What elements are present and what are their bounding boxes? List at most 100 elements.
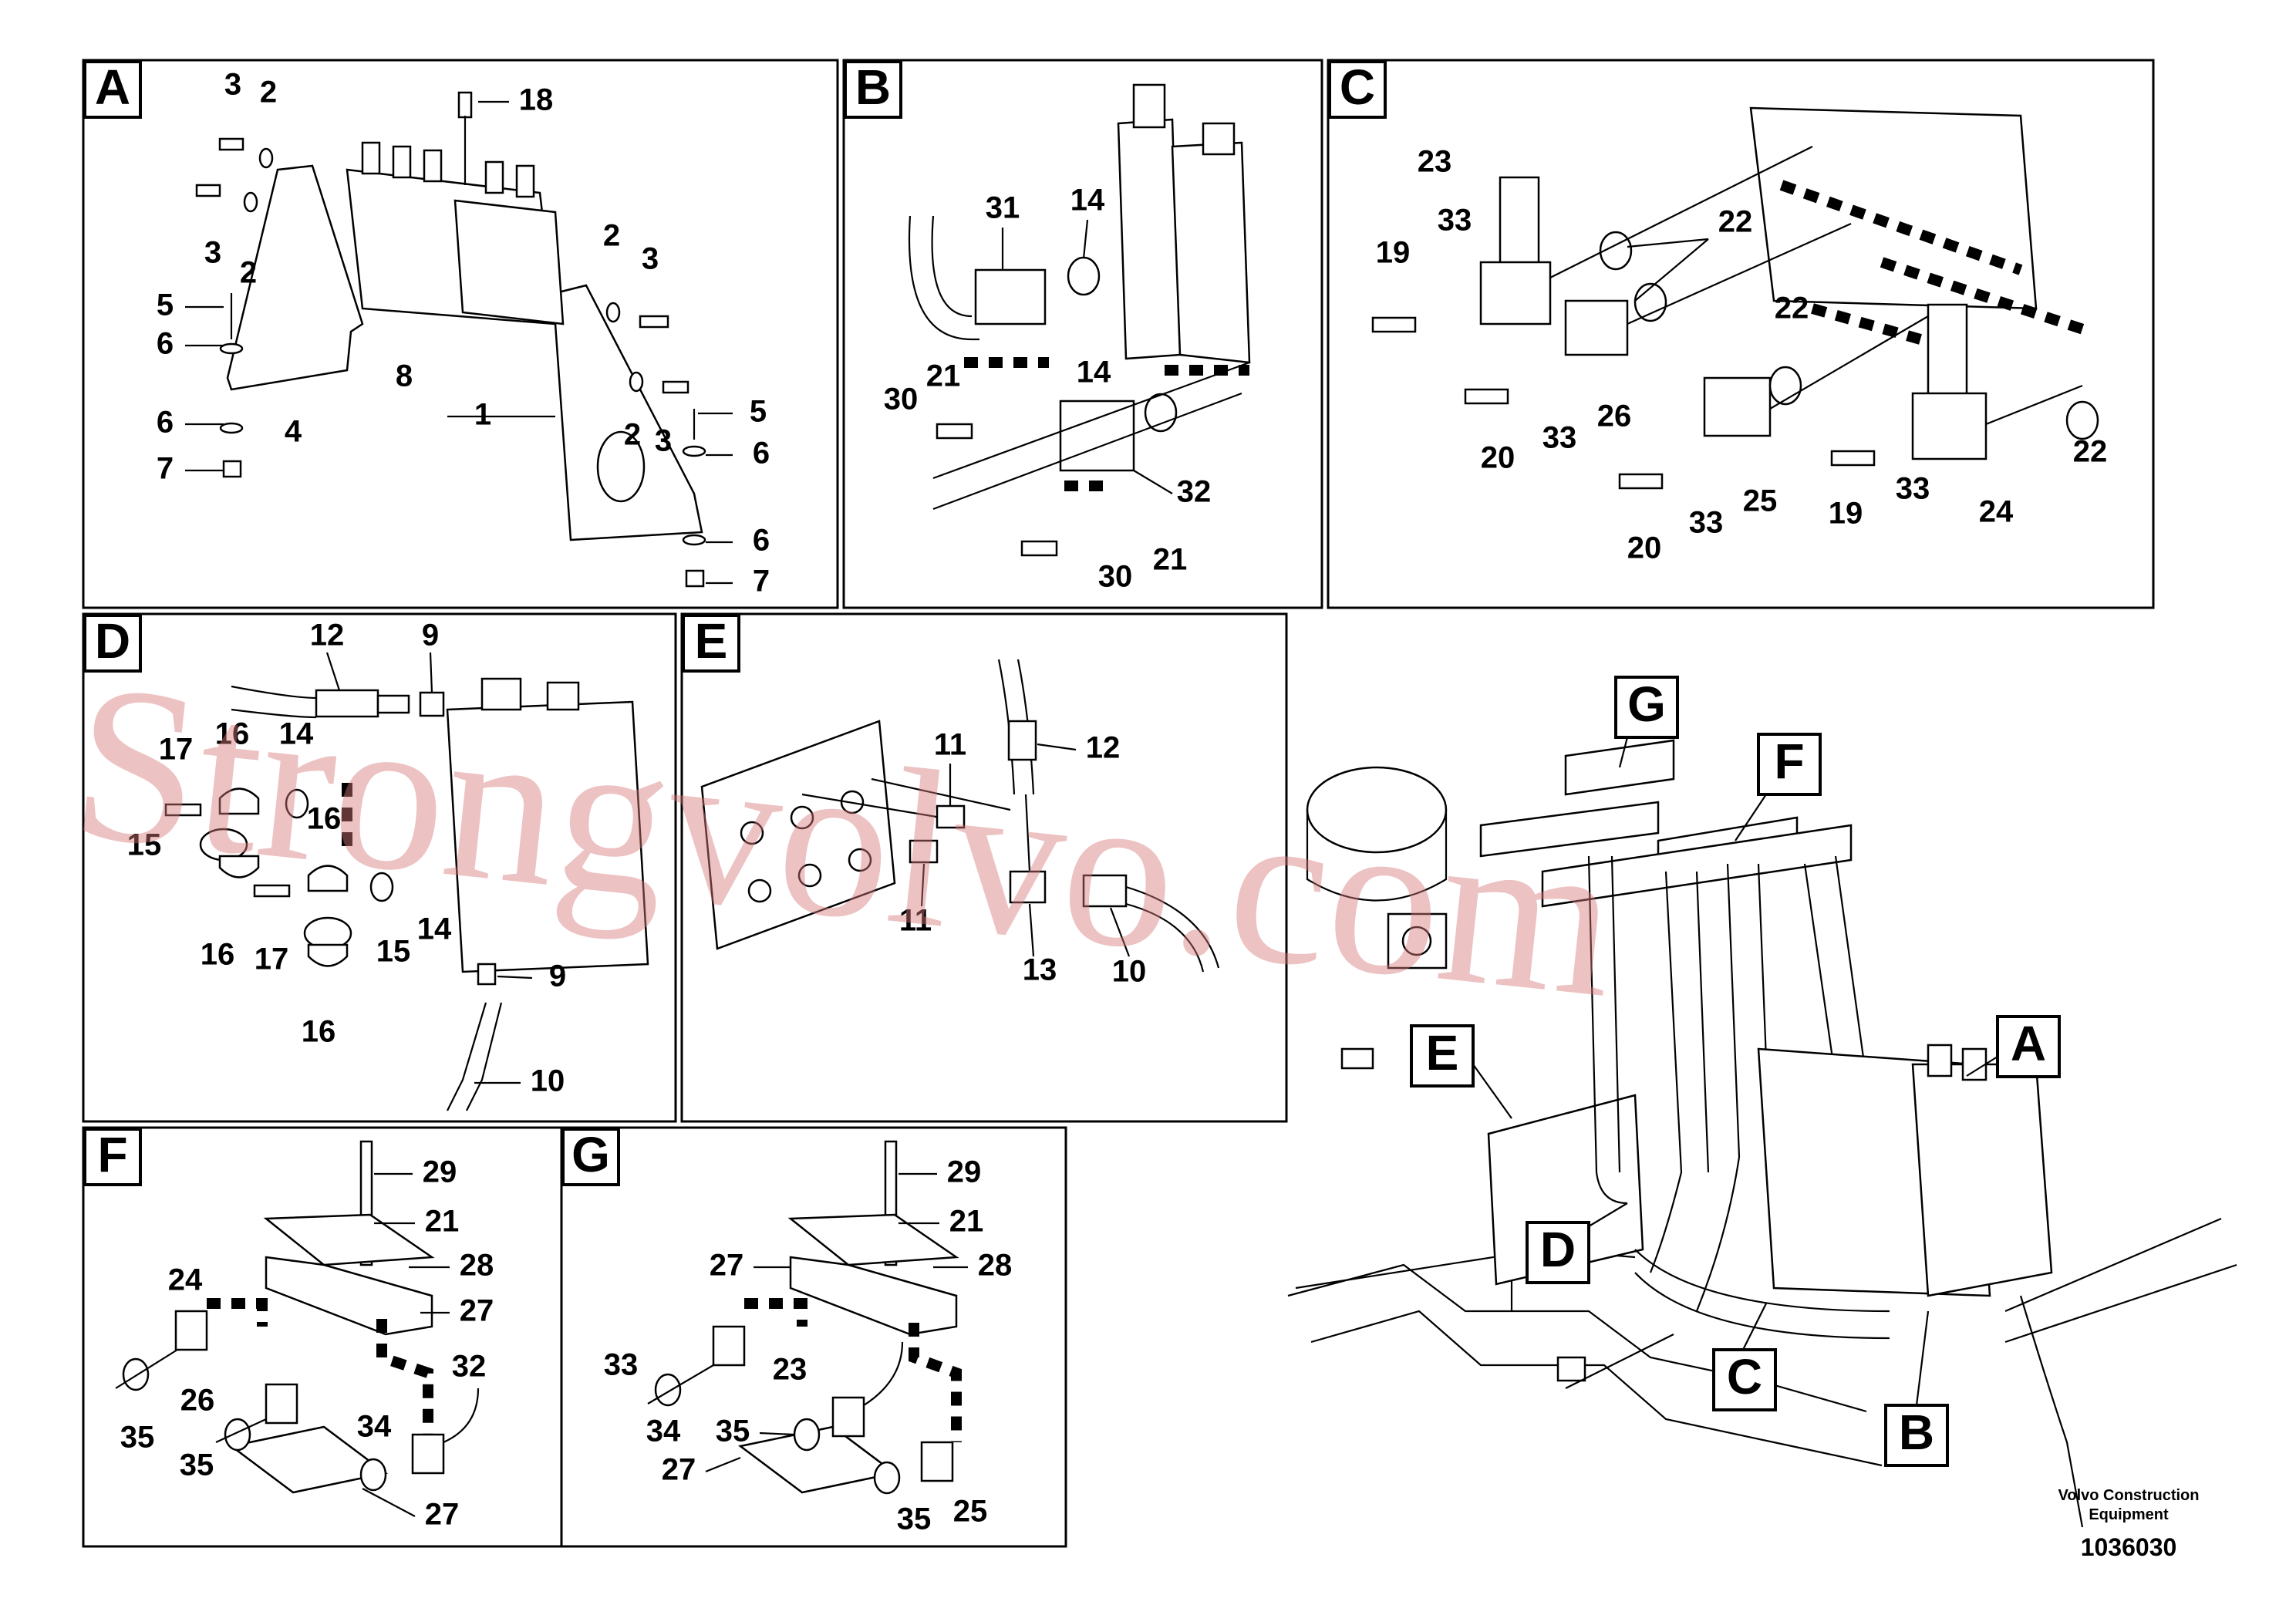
clamp-half-16 bbox=[307, 865, 349, 892]
callout: 33 bbox=[1438, 204, 1472, 238]
nut-icon bbox=[222, 460, 242, 478]
valve-cap bbox=[1202, 122, 1236, 156]
callout: 29 bbox=[423, 1155, 457, 1189]
valve-spool bbox=[392, 145, 412, 179]
valve-cap bbox=[546, 681, 580, 711]
washer-icon bbox=[219, 422, 244, 434]
clamp-half-16 bbox=[218, 787, 260, 815]
callout: 11 bbox=[934, 728, 966, 762]
callout: 20 bbox=[1627, 531, 1662, 565]
fitting-32 bbox=[411, 1433, 445, 1475]
callout: 4 bbox=[285, 415, 302, 449]
flange-32 bbox=[1059, 400, 1135, 472]
callout: 28 bbox=[978, 1249, 1013, 1283]
bolt-icon bbox=[936, 423, 973, 440]
fitting-11 bbox=[909, 839, 939, 864]
plate-hole bbox=[747, 878, 772, 903]
callout: 23 bbox=[1418, 145, 1452, 179]
fitting-26 bbox=[265, 1383, 298, 1425]
callout: 1 bbox=[474, 398, 491, 432]
callout: 27 bbox=[425, 1498, 460, 1532]
callout: 33 bbox=[1896, 472, 1930, 506]
flange-26 bbox=[1564, 299, 1629, 356]
fitting-18 bbox=[457, 91, 473, 119]
hose-fitting-10 bbox=[1082, 874, 1128, 908]
callout: 10 bbox=[1112, 955, 1147, 989]
o-ring-34 bbox=[654, 1373, 682, 1407]
o-ring-14 bbox=[1067, 256, 1101, 296]
panel-d-callouts: 12 9 17 16 14 16 15 14 15 16 17 9 16 10 bbox=[127, 619, 566, 1098]
callout: 32 bbox=[1177, 475, 1212, 509]
panel-c-callouts: 23 33 22 19 22 20 33 26 25 33 20 19 33 2… bbox=[1376, 145, 2108, 565]
bracket-small bbox=[1556, 1356, 1586, 1382]
plate-hole bbox=[797, 863, 822, 888]
callout: 19 bbox=[1376, 236, 1411, 270]
callout: 24 bbox=[1979, 495, 2014, 529]
panel-b: B 31 14 21 14 30 32 21 30 bbox=[842, 59, 1323, 609]
bolt-icon bbox=[218, 137, 244, 151]
control-valve-section bbox=[453, 199, 565, 325]
callout: 18 bbox=[519, 83, 554, 117]
callout: 2 bbox=[603, 219, 620, 253]
callout: 21 bbox=[926, 359, 961, 393]
callout: 22 bbox=[2073, 435, 2108, 469]
bolt-icon bbox=[1830, 450, 1876, 467]
panel-f: F 29 21 28 27 24 26 32 35 35 34 27 bbox=[82, 1126, 563, 1548]
clamp-bar bbox=[1541, 824, 1853, 908]
panel-g-callouts: 29 21 27 28 33 23 34 35 27 35 25 bbox=[604, 1155, 1013, 1536]
callout: 7 bbox=[157, 452, 174, 486]
main-control-valve-section bbox=[1911, 1063, 2053, 1297]
plate-hole bbox=[790, 805, 814, 830]
panel-a-callouts: 3 2 18 3 2 2 3 5 6 8 1 6 4 2 3 5 7 6 6 7 bbox=[157, 68, 770, 599]
callout: 6 bbox=[753, 524, 770, 558]
valve-cap bbox=[1927, 1044, 1953, 1077]
callout: 6 bbox=[157, 327, 174, 361]
valve-section bbox=[1171, 141, 1251, 364]
panel-d-label: D bbox=[95, 613, 130, 669]
panel-f-label: F bbox=[97, 1127, 127, 1182]
flange-31 bbox=[974, 268, 1047, 325]
callout: 3 bbox=[204, 236, 221, 270]
bracket-left bbox=[226, 164, 364, 391]
washer-icon bbox=[605, 302, 621, 323]
washer-icon bbox=[682, 534, 706, 546]
callout: 30 bbox=[884, 383, 919, 416]
o-ring-35 bbox=[122, 1357, 150, 1391]
panel-a: A 3 2 18 3 bbox=[82, 59, 839, 609]
callout: 22 bbox=[1775, 292, 1809, 325]
callout: 34 bbox=[646, 1415, 681, 1448]
nipple-icon bbox=[376, 694, 410, 714]
callout: 5 bbox=[750, 395, 767, 429]
callout: 35 bbox=[180, 1448, 214, 1482]
valve-spool bbox=[361, 141, 381, 175]
clamp-27 bbox=[789, 1256, 958, 1336]
callout: 31 bbox=[986, 191, 1020, 225]
callout: 35 bbox=[897, 1502, 932, 1536]
panel-b-label: B bbox=[855, 59, 891, 115]
callout: 14 bbox=[1077, 356, 1111, 389]
callout: 19 bbox=[1829, 497, 1863, 531]
callout: 30 bbox=[1098, 560, 1133, 594]
valve-cap bbox=[480, 677, 522, 711]
panel-e-callouts: 11 12 11 13 10 bbox=[899, 728, 1146, 989]
panel-g-label: G bbox=[571, 1127, 610, 1182]
callout: 21 bbox=[1153, 543, 1188, 577]
callout: 16 bbox=[307, 802, 342, 836]
callout: 3 bbox=[642, 242, 659, 276]
valve-cap bbox=[1132, 83, 1166, 129]
clamp-27 bbox=[265, 1256, 433, 1336]
bolt-icon bbox=[639, 315, 669, 329]
o-ring-34 bbox=[359, 1458, 387, 1492]
clamp-bar bbox=[1479, 801, 1660, 858]
callout: 17 bbox=[255, 943, 289, 976]
plate-hole bbox=[848, 848, 872, 872]
tube-23 bbox=[1499, 176, 1540, 271]
washer-icon bbox=[243, 191, 258, 213]
o-ring-35 bbox=[873, 1461, 901, 1495]
callout: 33 bbox=[604, 1348, 639, 1382]
washer-icon bbox=[682, 445, 706, 457]
callout: 21 bbox=[949, 1205, 984, 1239]
overview-label-g: G bbox=[1627, 676, 1666, 732]
bracket-hole bbox=[596, 430, 646, 503]
callout: 32 bbox=[452, 1350, 487, 1384]
